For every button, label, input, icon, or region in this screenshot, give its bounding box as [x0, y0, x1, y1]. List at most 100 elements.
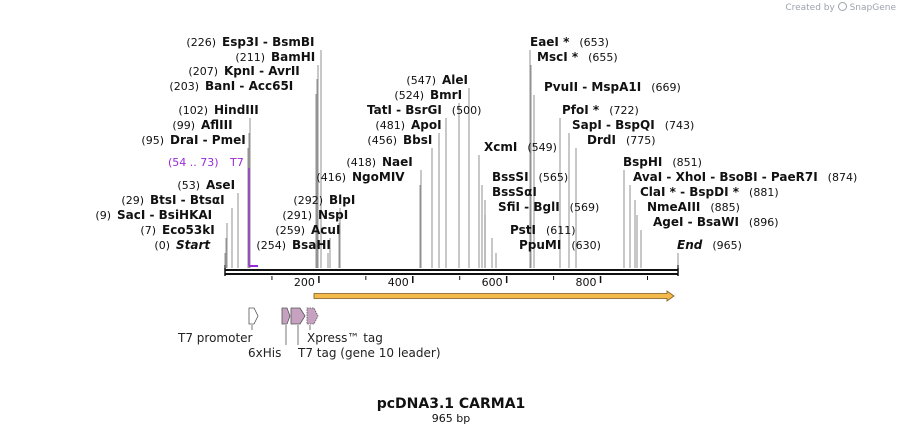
site-position: (965): [712, 239, 742, 252]
site-s15[interactable]: BlpI(292): [293, 193, 355, 207]
site-position: (99): [172, 119, 195, 132]
site-position: (851): [672, 156, 702, 169]
primer-t7[interactable]: (54 .. 73) T7: [168, 156, 258, 267]
snapgene-logo-icon: [837, 2, 847, 11]
site-s13[interactable]: AcuI(259): [275, 223, 340, 237]
site-s27[interactable]: PstI(611): [510, 223, 576, 237]
site-s20[interactable]: TatI - BsrGI (500): [367, 103, 481, 117]
site-s32[interactable]: PfoI * (722): [562, 103, 639, 117]
orf-arrow[interactable]: [313, 290, 675, 302]
site-position: (547): [406, 74, 436, 87]
site-position: (569): [570, 201, 600, 214]
site-label: AvaI - XhoI - BsoBI - PaeR7I: [633, 170, 818, 184]
site-s30[interactable]: MscI *(655): [537, 50, 618, 64]
site-label: BanI - Acc65I: [205, 79, 293, 93]
site-label: NgoMIV: [352, 170, 405, 184]
site-label: DrdI: [587, 133, 616, 147]
site-s4[interactable]: AseI(53): [177, 178, 235, 192]
site-position: (203): [169, 80, 199, 93]
site-s33[interactable]: SapI - BspQI (743): [572, 118, 694, 132]
site-position: (418): [346, 156, 376, 169]
site-s22[interactable]: AleI (547): [406, 73, 468, 87]
site-label: SacI - BsiHKAI: [117, 208, 212, 222]
site-s23[interactable]: XcmI(549): [484, 140, 557, 154]
site-s40[interactable]: End (965): [677, 238, 742, 252]
feature-xpress-tag[interactable]: [306, 307, 319, 325]
site-position: (524): [394, 89, 424, 102]
site-position: (669): [651, 81, 681, 94]
site-s24[interactable]: BssSI (565): [492, 170, 568, 184]
site-s38[interactable]: NmeAIII(885): [647, 200, 740, 214]
feature-label-xpress-tag: Xpress™ tag: [307, 331, 383, 345]
site-s7[interactable]: HindIII(102): [178, 103, 258, 117]
site-position: (291): [282, 209, 312, 222]
site-s9[interactable]: KpnI - AvrII(207): [188, 64, 299, 78]
site-label: Esp3I - BsmBI: [222, 35, 314, 49]
credit-brand: SnapGene: [849, 3, 896, 13]
site-s17[interactable]: NaeI (418): [346, 155, 412, 169]
map-size: 965 bp: [431, 412, 471, 425]
site-s19[interactable]: ApoI(481): [375, 118, 441, 132]
site-s1[interactable]: Eco53kI(7): [140, 223, 214, 237]
site-position: (655): [588, 51, 618, 64]
site-position: (416): [316, 171, 346, 184]
site-label: PfoI *: [562, 103, 600, 117]
snapgene-credit: Created by SnapGene: [785, 2, 896, 13]
site-position: (207): [188, 65, 218, 78]
site-s37[interactable]: ClaI * - BspDI * (881): [640, 185, 779, 199]
site-s14[interactable]: NspI(291): [282, 208, 348, 222]
site-label: BbsI: [403, 133, 432, 147]
site-position: (653): [579, 36, 609, 49]
tick-label: 400: [388, 276, 409, 289]
site-position: (565): [539, 171, 569, 184]
site-s6[interactable]: AflIII(99): [172, 118, 232, 132]
site-label: BtsI - BtsαI: [150, 193, 225, 207]
site-position: (881): [749, 186, 779, 199]
site-label: AleI: [442, 73, 468, 87]
site-s29[interactable]: EaeI *(653): [530, 35, 609, 49]
site-position: (102): [178, 104, 208, 117]
site-s28[interactable]: PpuMI(630): [519, 238, 601, 252]
site-position: (500): [452, 104, 482, 117]
feature-t7-promoter[interactable]: [248, 307, 259, 325]
site-label: NaeI: [382, 155, 413, 169]
site-s0[interactable]: Start(0): [154, 238, 211, 252]
site-s18[interactable]: BbsI(456): [367, 133, 432, 147]
site-label: SapI - BspQI: [572, 118, 655, 132]
site-label: BmrI: [430, 88, 462, 102]
site-label: ClaI * - BspDI *: [640, 185, 740, 199]
site-s8[interactable]: BanI - Acc65I (203): [169, 79, 293, 93]
feature-leaders: [251, 325, 311, 345]
site-position: (896): [749, 216, 779, 229]
feature-t7-tag[interactable]: [290, 307, 306, 325]
site-s2[interactable]: SacI - BsiHKAI(9): [95, 208, 212, 222]
site-s25[interactable]: BssSαI: [492, 185, 537, 199]
feature-6xhis[interactable]: [281, 307, 291, 325]
site-label: End: [677, 238, 703, 252]
site-s31[interactable]: PvuII - MspA1I(669): [544, 80, 681, 94]
site-label: BssSI: [492, 170, 529, 184]
site-s10[interactable]: BamHI(211): [235, 50, 315, 64]
site-position: (549): [527, 141, 557, 154]
site-label: DraI - PmeI: [170, 133, 246, 147]
site-position: (722): [609, 104, 639, 117]
site-s11[interactable]: Esp3I - BsmBI(226): [186, 35, 314, 49]
site-s39[interactable]: AgeI - BsaWI(896): [653, 215, 779, 229]
site-s21[interactable]: BmrI (524): [394, 88, 462, 102]
site-s16[interactable]: NgoMIV (416): [316, 170, 405, 184]
site-label: TatI - BsrGI: [367, 103, 442, 117]
site-label: PpuMI: [519, 238, 561, 252]
site-label: Eco53kI: [162, 223, 215, 237]
site-s12[interactable]: BsaHI(254): [256, 238, 331, 252]
site-s35[interactable]: BspHI(851): [623, 155, 702, 169]
site-s26[interactable]: SfiI - BglI(569): [498, 200, 599, 214]
site-position: (743): [665, 119, 695, 132]
site-s5[interactable]: DraI - PmeI(95): [141, 133, 245, 147]
site-s34[interactable]: DrdI(775): [587, 133, 656, 147]
site-position: (611): [546, 224, 576, 237]
site-position: (254): [256, 239, 286, 252]
site-s3[interactable]: BtsI - BtsαI(29): [121, 193, 224, 207]
site-s36[interactable]: AvaI - XhoI - BsoBI - PaeR7I(874): [633, 170, 857, 184]
site-position: (53): [177, 179, 200, 192]
